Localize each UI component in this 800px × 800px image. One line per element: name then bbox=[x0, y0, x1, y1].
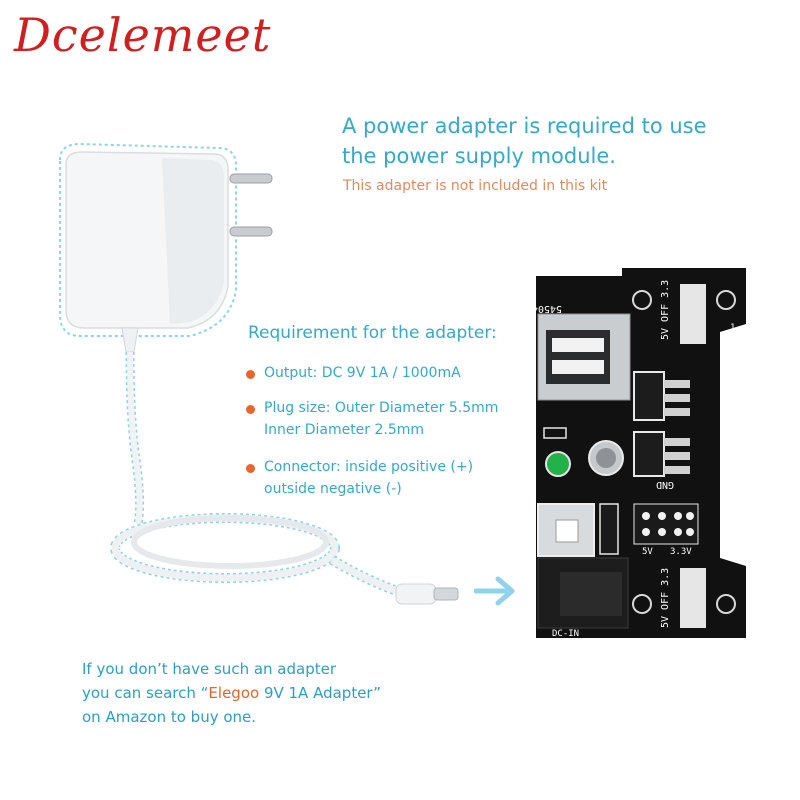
footer-brand-word: Elegoo bbox=[208, 684, 260, 702]
power-adapter-illustration bbox=[59, 142, 459, 605]
bullet-dot bbox=[246, 405, 255, 414]
requirement-plug-inner: Inner Diameter 2.5mm bbox=[264, 422, 425, 438]
right-rail-label: 5V OFF 3.3 bbox=[660, 568, 671, 628]
footer-search-prefix: you can search bbox=[82, 684, 201, 702]
footer-search-rest: 9V 1A Adapter” bbox=[259, 684, 381, 702]
pin-one-label: 1 bbox=[730, 323, 735, 333]
footer-line-3: on Amazon to buy one. bbox=[82, 708, 257, 726]
bullet-dot bbox=[246, 370, 255, 379]
requirement-connector-negative: outside negative (-) bbox=[264, 481, 402, 497]
ic-code-label: 545043 bbox=[530, 303, 562, 314]
power-supply-module-board: 545043 5V OFF 3.3 5V OFF 3.3 GND 5V 3.3V… bbox=[530, 268, 746, 638]
left-rail-label: 5V OFF 3.3 bbox=[660, 280, 671, 340]
requirement-plug-outer: Plug size: Outer Diameter 5.5mm bbox=[264, 400, 499, 416]
dc-in-label: DC-IN bbox=[552, 629, 579, 638]
arrow-right-icon bbox=[474, 576, 515, 606]
footer-line-1: If you don’t have such an adapter bbox=[82, 660, 337, 678]
footer-quote-open: “ bbox=[200, 684, 209, 702]
3v3-label: 3.3V bbox=[670, 547, 692, 557]
footer-line-2: you can search “Elegoo 9V 1A Adapter” bbox=[82, 684, 381, 702]
5v-label: 5V bbox=[642, 547, 653, 557]
gnd-label: GND bbox=[656, 479, 674, 490]
requirement-connector-positive: Connector: inside positive (+) bbox=[264, 459, 474, 475]
requirements-title: Requirement for the adapter: bbox=[248, 323, 497, 343]
headline-line-2: the power supply module. bbox=[342, 144, 616, 168]
requirement-output: Output: DC 9V 1A / 1000mA bbox=[264, 365, 461, 381]
brand-logo: Dcelemeet bbox=[14, 8, 272, 62]
not-included-note: This adapter is not included in this kit bbox=[343, 178, 608, 194]
headline-line-1: A power adapter is required to use bbox=[342, 114, 707, 138]
bullet-dot bbox=[246, 464, 255, 473]
